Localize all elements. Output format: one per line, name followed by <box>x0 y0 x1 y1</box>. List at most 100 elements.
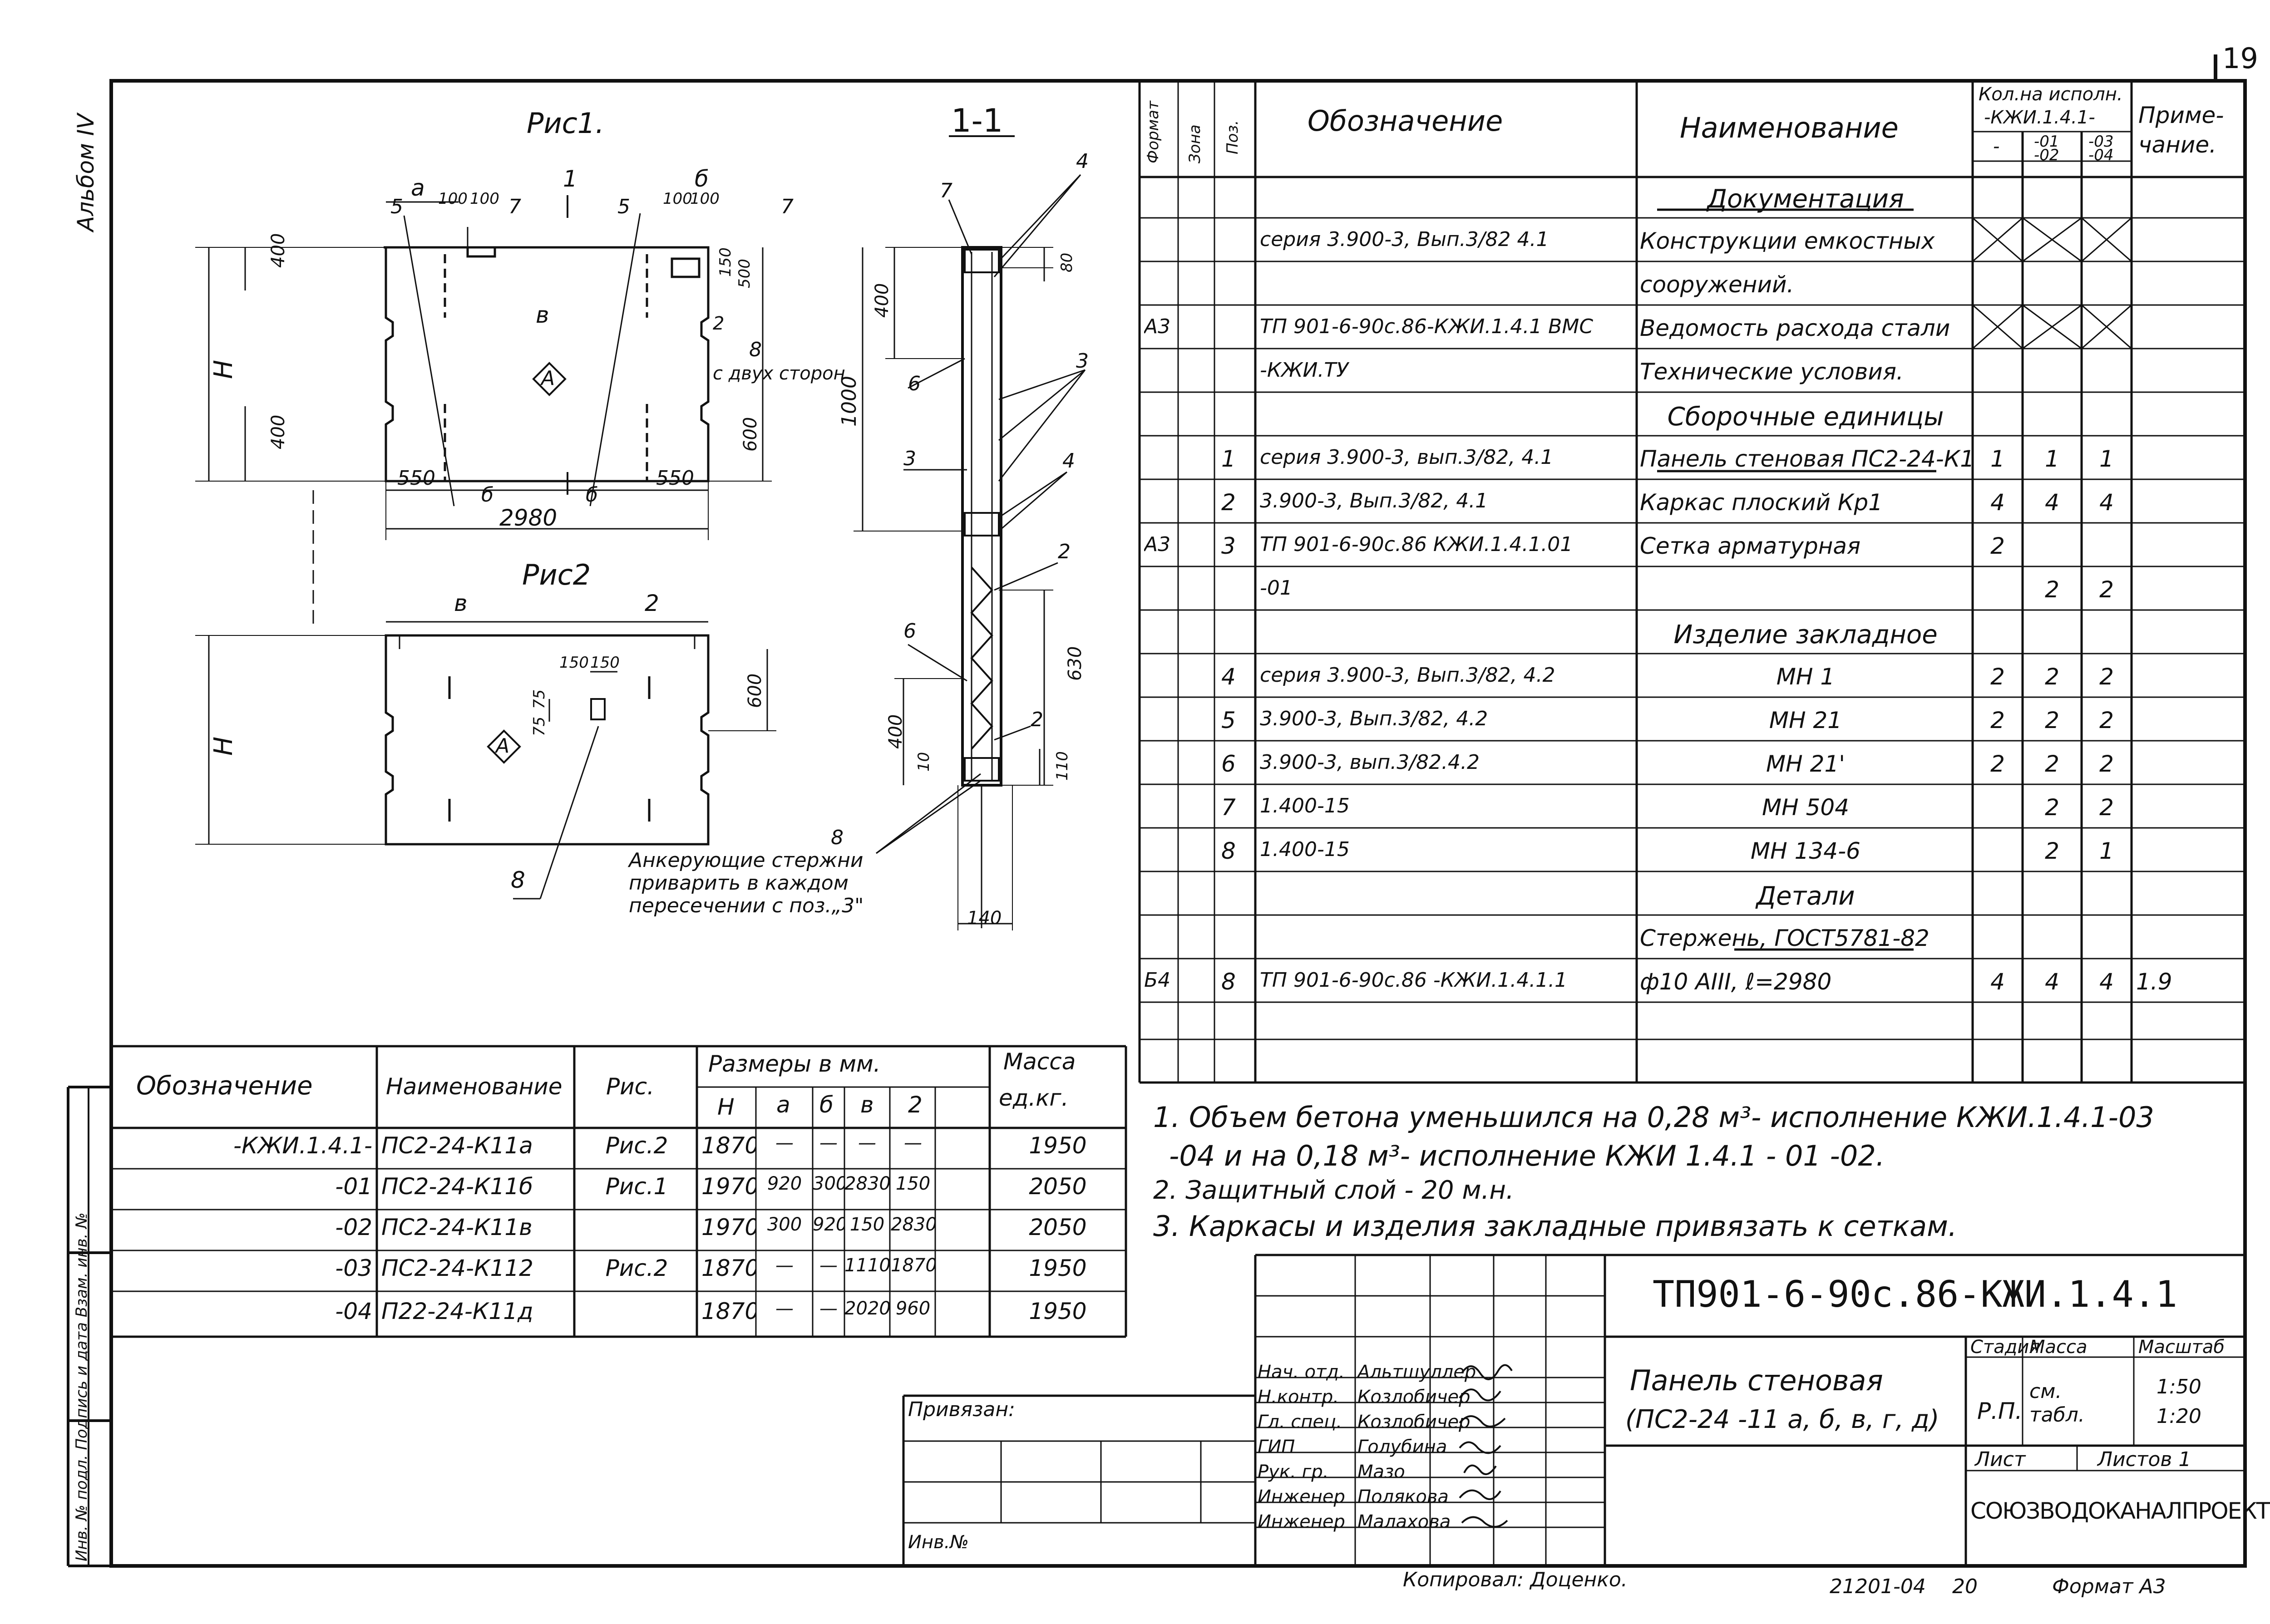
section-pos-6a: 6 <box>908 372 921 395</box>
fig1-dim-100b: 100 <box>470 190 499 208</box>
spec-cell-name: Ведомость расхода стали <box>1640 315 1950 341</box>
spec-cell-format: А3 <box>1144 315 1171 338</box>
spec-header-name: Наименование <box>1680 111 1899 144</box>
variant-cell-name: ПС2-24-К11а <box>381 1132 533 1159</box>
variants-header-fig: Рис. <box>606 1073 655 1100</box>
fig2-dim-75a: 75 <box>530 689 548 709</box>
note-line-4: 3. Каркасы и изделия закладные привязать… <box>1153 1210 1957 1243</box>
fig1-pos-7a: 7 <box>508 195 521 218</box>
section-dim-400b: 400 <box>885 714 906 749</box>
staff-role: Инженер <box>1258 1511 1345 1532</box>
footer-copied: Копировал: Доценко. <box>1403 1568 1628 1591</box>
fig1-pos-5a: 5 <box>390 195 403 218</box>
spec-cell-pos: 6 <box>1221 751 1236 777</box>
spec-header-q2a: -01 <box>2034 133 2059 151</box>
variant-cell-name: ПС2-24-К11в <box>381 1214 533 1240</box>
figure1-title: Рис1. <box>527 107 604 140</box>
spec-cell-designation: серия 3.900-3, Вып.3/82, 4.2 <box>1260 664 1555 687</box>
spec-cell-pos: 8 <box>1221 838 1236 864</box>
title-block-mass-label: Масса <box>2029 1337 2087 1358</box>
title-block-stage: Р.П. <box>1977 1398 2023 1424</box>
variants-header-v: в <box>860 1092 874 1118</box>
staff-role: ГИП <box>1258 1437 1295 1457</box>
spec-header-note2: чание. <box>2138 132 2217 158</box>
spec-cell-name: Сетка арматурная <box>1640 533 1861 559</box>
title-block-scale1: 1:50 <box>2156 1375 2201 1398</box>
fig1-dim-400b: 400 <box>268 414 289 449</box>
spec-cell-q3: 4 <box>2099 969 2114 995</box>
spec-cell-q3: 2 <box>2099 794 2114 821</box>
title-block-name-line1: Панель стеновая <box>1630 1364 1883 1397</box>
title-block-grid <box>902 1254 2245 1566</box>
note-line-3: 2. Защитный слой - 20 м.н. <box>1153 1176 1514 1205</box>
fig1-dim-100d: 100 <box>690 190 720 208</box>
variants-header-name: Наименование <box>386 1073 563 1100</box>
variant-cell-g: 150 <box>895 1173 931 1194</box>
staff-name: Голубина <box>1357 1437 1447 1457</box>
spec-cell-designation: -01 <box>1260 576 1293 600</box>
variant-cell-a: — <box>775 1132 794 1153</box>
spec-cell-name: сооружений. <box>1640 271 1794 298</box>
section-dim-140: 140 <box>967 908 1002 929</box>
variant-cell-g: 2830 <box>891 1214 935 1235</box>
variant-cell-a: 920 <box>767 1173 802 1194</box>
note-line-2: -04 и на 0,18 м³- исполнение КЖИ 1.4.1 -… <box>1169 1139 1885 1172</box>
variant-cell-g: — <box>904 1132 922 1153</box>
variants-header-b: б <box>819 1092 834 1118</box>
fig1-side-note: с двух сторон <box>713 363 845 384</box>
title-block-bound-label: Привязан: <box>908 1398 1015 1421</box>
variant-cell-mass: 1950 <box>1029 1298 1087 1324</box>
spec-cell-q3: 1 <box>2099 446 2114 472</box>
spec-cell-designation: 3.900-3, Вып.3/82, 4.2 <box>1260 707 1488 730</box>
variant-cell-v: 2020 <box>844 1298 890 1319</box>
fig2-dim-150b: 150 <box>590 654 620 672</box>
title-block-org: СОЮЗВОДОКАНАЛПРОЕКТ <box>1970 1498 2270 1524</box>
section-pos-3b: 3 <box>903 447 916 470</box>
spec-cell-designation: 1.400-15 <box>1260 838 1350 861</box>
spec-cell-name: МН 21' <box>1766 751 1845 777</box>
variant-cell-v: 1110 <box>844 1255 890 1276</box>
staff-role: Нач. отд. <box>1258 1362 1345 1383</box>
title-block-inv-label: Инв.№ <box>908 1532 969 1553</box>
spec-cell-pos: 1 <box>1221 446 1236 472</box>
staff-name: Козлобичер <box>1357 1412 1471 1432</box>
section-dim-400a: 400 <box>872 283 893 318</box>
variant-cell-designation: -КЖИ.1.4.1- <box>233 1132 372 1159</box>
title-block-name-line2: (ПС2-24 -11 а, б, в, г, д) <box>1625 1405 1939 1434</box>
fig1-pos-8: 8 <box>749 338 762 361</box>
section-pos-2b: 2 <box>1031 708 1043 731</box>
title-block-sheets-label: Листов 1 <box>2097 1448 2191 1471</box>
fig2-diamond-A: А <box>496 734 510 758</box>
spec-header-q2b: -02 <box>2034 146 2059 164</box>
note-line-1: 1. Объем бетона уменьшился на 0,28 м³- и… <box>1153 1101 2154 1134</box>
title-block-stage-label: Стадия <box>1970 1337 2040 1358</box>
fig2-pos-8: 8 <box>511 867 525 893</box>
title-block-scale2: 1:20 <box>2156 1405 2201 1428</box>
fig1-dim-b6b: б <box>586 483 598 507</box>
spec-cell-q1: 1 <box>1990 446 2005 472</box>
spec-cell-q1: 2 <box>1990 751 2005 777</box>
spec-cell-name: МН 134-6 <box>1751 838 1860 864</box>
variant-cell-v: — <box>858 1132 876 1153</box>
variant-cell-name: ПС2-24-К112 <box>381 1255 533 1281</box>
variant-cell-a: — <box>775 1298 794 1319</box>
spec-header-qty-code: -КЖИ.1.4.1- <box>1984 107 2095 128</box>
fig1-cut-label: 1 <box>563 166 577 192</box>
section-dim-630: 630 <box>1065 646 1086 681</box>
section-note-line1: Анкерующие стержни <box>629 849 864 872</box>
spec-cell-name: Документация <box>1707 184 1904 214</box>
section-dim-10: 10 <box>915 752 933 772</box>
variant-cell-a: 300 <box>767 1214 802 1235</box>
section-note-line3: пересечении с поз.„3" <box>629 894 864 917</box>
spec-cell-q3: 4 <box>2099 489 2114 516</box>
spec-cell-q1: 2 <box>1990 664 2005 690</box>
figure2-title: Рис2 <box>522 558 591 591</box>
spec-cell-name: Панель стеновая ПС2-24-К11 <box>1640 446 1971 472</box>
spec-cell-designation: ТП 901-6-90с.86 КЖИ.1.4.1.01 <box>1260 533 1573 556</box>
spec-cell-q2: 2 <box>2045 794 2059 821</box>
spec-cell-q3: 2 <box>2099 576 2114 603</box>
title-block-mass: см. табл. <box>2029 1380 2085 1427</box>
spec-cell-name: МН 21 <box>1769 707 1842 733</box>
staff-role: Гл. спец. <box>1258 1412 1342 1432</box>
spec-cell-q2: 4 <box>2045 489 2059 516</box>
